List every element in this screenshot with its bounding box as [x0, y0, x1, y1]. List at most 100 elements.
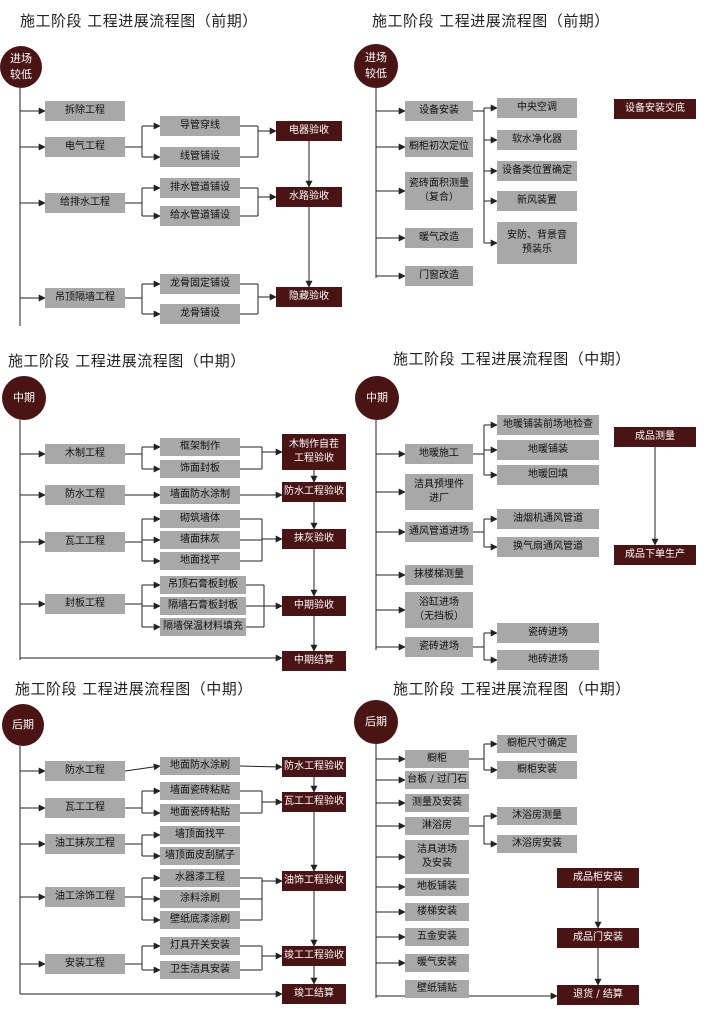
p2-equipment-location[interactable]: 设备类位置确定 [497, 161, 577, 181]
p5-waterproof-acceptance[interactable]: 防水工程验收 [282, 757, 346, 777]
p6-cabinet-install[interactable]: 橱柜安装 [497, 761, 577, 779]
panel1-start-circle: 进场较低 [0, 46, 42, 88]
p5-completion-acceptance[interactable]: 竣工工程验收 [282, 946, 346, 966]
p6-measure-install[interactable]: 测量及安装 [405, 794, 469, 812]
p4-product-order[interactable]: 成品下单生产 [614, 545, 696, 565]
p4-floor-tile-entry[interactable]: 地砖进场 [497, 650, 599, 670]
p5-coating[interactable]: 涂料涂刷 [160, 890, 240, 908]
p1-conduit[interactable]: 导管穿线 [160, 116, 240, 136]
p1-plumbing[interactable]: 给排水工程 [45, 193, 125, 213]
p4-floor-heating-install[interactable]: 地暖铺装 [497, 440, 599, 460]
p5-paint-plaster[interactable]: 油工抹灰工程 [45, 834, 125, 854]
p1-electrical-acceptance[interactable]: 电器验收 [276, 121, 342, 141]
p4-tile-entry-2[interactable]: 瓷砖进场 [497, 623, 599, 643]
p5-tiling-acceptance[interactable]: 瓦工工程验收 [282, 792, 346, 812]
p5-sanitary[interactable]: 卫生洁具安装 [160, 961, 240, 979]
p6-cabinet[interactable]: 橱柜 [405, 750, 469, 768]
p6-shower-measure[interactable]: 沐浴房测量 [497, 807, 577, 825]
p1-keel[interactable]: 龙骨铺设 [160, 304, 240, 324]
p2-fresh-air[interactable]: 新风装置 [497, 191, 577, 211]
p1-line-pipe[interactable]: 线管铺设 [160, 147, 240, 167]
p5-installation[interactable]: 安装工程 [45, 954, 125, 974]
p3-waterproof[interactable]: 防水工程 [45, 485, 125, 505]
p6-wallpaper[interactable]: 壁纸铺贴 [405, 980, 469, 998]
p3-wall-waterproof[interactable]: 墙面防水涂制 [160, 486, 240, 504]
p1-drain-pipe[interactable]: 排水管道铺设 [160, 178, 240, 198]
p6-heating[interactable]: 暖气安装 [405, 954, 469, 972]
connector [124, 763, 161, 772]
p3-woodwork-acceptance[interactable]: 木制作自茬工程验收 [282, 434, 346, 470]
p3-midterm-settlement[interactable]: 中期结算 [282, 651, 346, 671]
p4-bathtub[interactable]: 浴缸进场（无挡板） [405, 592, 473, 628]
p5-floor-tile[interactable]: 地面瓷砖粘贴 [160, 804, 240, 822]
p2-window-retrofit[interactable]: 门窗改造 [405, 266, 473, 286]
p1-hidden-acceptance[interactable]: 隐藏验收 [276, 287, 342, 307]
p2-equipment[interactable]: 设备安装 [405, 101, 473, 121]
p6-cabinet-product[interactable]: 成品柜安装 [557, 868, 639, 888]
p1-demolition[interactable]: 拆除工程 [45, 101, 125, 121]
p1-water-pipe[interactable]: 给水管道铺设 [160, 206, 240, 226]
p1-water-acceptance[interactable]: 水路验收 [276, 187, 342, 207]
p4-duct-entry[interactable]: 通风管道进场 [405, 522, 473, 542]
p5-putty[interactable]: 墙顶面皮刮腻子 [160, 847, 240, 865]
p6-countertop[interactable]: 台板 / 过门石 [405, 771, 469, 789]
p6-shower-install[interactable]: 沐浴房安装 [497, 835, 577, 853]
p3-veneer[interactable]: 饰面封板 [160, 460, 240, 478]
p5-lacquer[interactable]: 水器漆工程 [160, 869, 240, 887]
p4-sanitary-embed[interactable]: 洁具预埋件进厂 [405, 474, 473, 510]
panel1-title: 施工阶段 工程进展流程图（前期） [20, 12, 258, 30]
p3-plaster-acceptance[interactable]: 抹灰验收 [282, 529, 346, 549]
p3-insulation[interactable]: 隔墙保温材料填充 [160, 618, 246, 636]
p6-door-product[interactable]: 成品门安装 [557, 928, 639, 948]
panel5-start-circle: 后期 [2, 704, 44, 746]
p6-shower[interactable]: 淋浴房 [405, 817, 469, 835]
p4-floor-heating-backfill[interactable]: 地暖回填 [497, 465, 599, 485]
p5-wall-tile[interactable]: 墙面瓷砖粘贴 [160, 782, 240, 800]
p2-tile-measure[interactable]: 瓷砖面积测量（复合） [405, 172, 473, 210]
p5-tiling[interactable]: 瓦工工程 [45, 798, 125, 818]
connector [239, 763, 283, 771]
p5-ceiling-level[interactable]: 墙顶面找平 [160, 826, 240, 844]
p5-completion-settlement[interactable]: 竣工结算 [282, 984, 346, 1004]
p6-return-settlement[interactable]: 退货 / 结算 [557, 985, 639, 1005]
p5-waterproof[interactable]: 防水工程 [45, 761, 125, 781]
p4-floor-heating-check[interactable]: 地暖铺装前场地检查 [497, 415, 599, 435]
p2-cabinet-position[interactable]: 橱柜初次定位 [405, 137, 473, 157]
p3-waterproof-acceptance[interactable]: 防水工程验收 [282, 482, 346, 502]
p5-paint-acceptance[interactable]: 油饰工程验收 [282, 871, 346, 891]
p6-cabinet-size[interactable]: 橱柜尺寸确定 [497, 735, 577, 753]
p5-paint-finish[interactable]: 油工涂饰工程 [45, 887, 125, 907]
p2-heating-retrofit[interactable]: 暖气改造 [405, 228, 473, 248]
p1-electrical[interactable]: 电气工程 [45, 137, 125, 157]
p2-water-softener[interactable]: 软水净化器 [497, 130, 577, 150]
p3-ceiling-gypsum[interactable]: 吊顶石膏板封板 [160, 576, 246, 594]
p5-floor-waterproof[interactable]: 地面防水涂刷 [160, 757, 240, 775]
p3-frame[interactable]: 框架制作 [160, 438, 240, 456]
p3-woodwork[interactable]: 木制工程 [45, 444, 125, 464]
p6-hardware[interactable]: 五金安装 [405, 928, 469, 946]
p3-board[interactable]: 封板工程 [45, 594, 125, 614]
p2-central-ac[interactable]: 中央空调 [497, 98, 577, 118]
p1-keel-fixed[interactable]: 龙骨固定铺设 [160, 274, 240, 294]
p3-wall-gypsum[interactable]: 隔墙石膏板封板 [160, 597, 246, 615]
p3-midterm-acceptance[interactable]: 中期验收 [282, 596, 346, 616]
p3-floor-level[interactable]: 地面找平 [160, 552, 240, 570]
p1-ceiling-partition[interactable]: 吊顶隔墙工程 [45, 288, 125, 308]
p3-wall-plaster[interactable]: 墙面抹灰 [160, 531, 240, 549]
p4-floor-heating[interactable]: 地暖施工 [405, 444, 473, 464]
p3-tiling[interactable]: 瓦工工程 [45, 532, 125, 552]
p4-stair-measure[interactable]: 抹楼梯测量 [405, 565, 473, 585]
p4-fan-duct[interactable]: 换气扇通风管道 [497, 537, 599, 557]
p4-product-measure[interactable]: 成品测量 [614, 427, 696, 447]
p4-hood-duct[interactable]: 油烟机通风管道 [497, 509, 599, 529]
p5-wallpaper-primer[interactable]: 壁纸底漆涂刷 [160, 911, 240, 929]
p6-sanitary-install[interactable]: 洁具进场及安装 [405, 840, 469, 874]
p6-floor[interactable]: 地板铺装 [405, 878, 469, 896]
p2-security-audio[interactable]: 安防、背景音预装乐 [497, 222, 577, 264]
p3-masonry[interactable]: 砌筑墙体 [160, 510, 240, 528]
p2-equipment-briefing[interactable]: 设备安装交底 [614, 99, 696, 119]
p6-stairs[interactable]: 楼梯安装 [405, 903, 469, 921]
p4-tile-entry[interactable]: 瓷砖进场 [405, 637, 473, 657]
p5-lighting[interactable]: 灯具开关安装 [160, 937, 240, 955]
